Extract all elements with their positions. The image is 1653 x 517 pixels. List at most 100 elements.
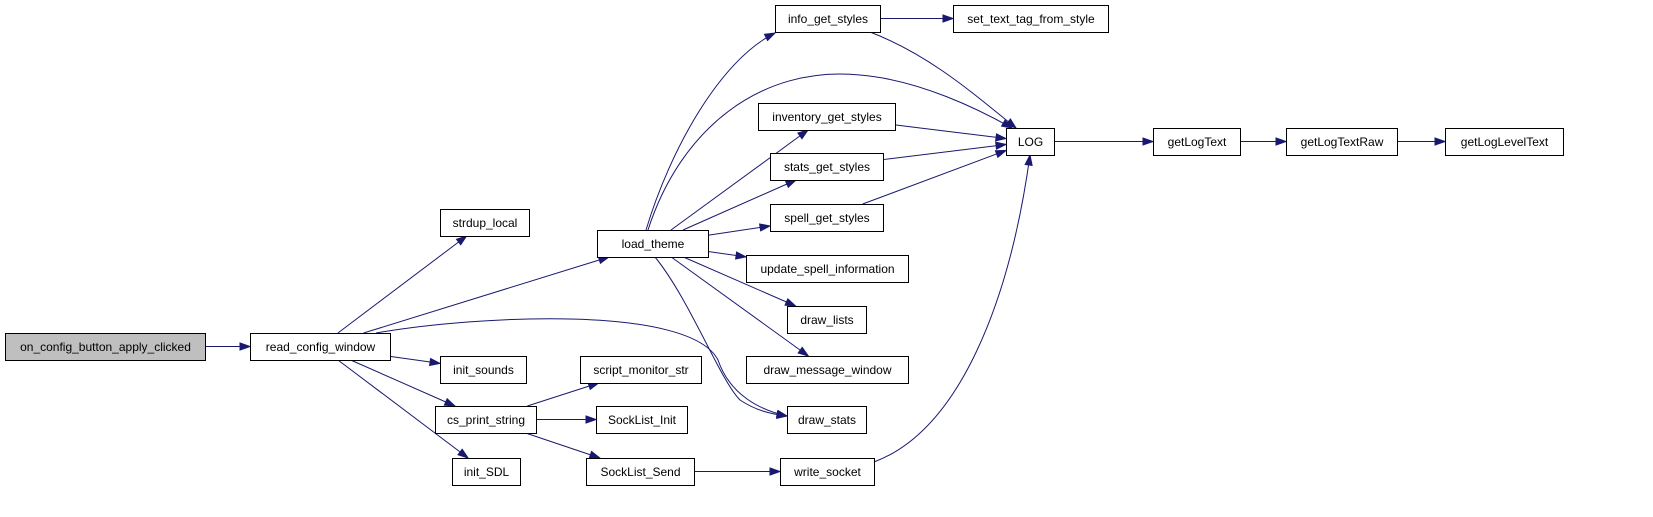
arrow-head <box>797 346 810 357</box>
node-box[interactable] <box>746 255 909 283</box>
node-draw_lists[interactable]: draw_lists <box>787 306 867 334</box>
node-box[interactable] <box>435 406 537 434</box>
node-box[interactable] <box>5 333 206 361</box>
edge-cs_print_string-to-SockList_Send <box>525 432 602 459</box>
node-label: getLogTextRaw <box>1301 135 1384 149</box>
edge-write_socket-to-LOG <box>873 153 1033 463</box>
arrow-head <box>1434 137 1447 146</box>
edge-read_config_window-to-init_SDL <box>337 359 470 459</box>
node-box[interactable] <box>452 458 521 486</box>
arrow-head <box>429 357 442 367</box>
edge-line <box>670 256 809 357</box>
node-getLogText[interactable]: getLogText <box>1153 128 1241 156</box>
node-cs_print_string[interactable]: cs_print_string <box>435 406 537 434</box>
edge-line <box>894 124 1007 140</box>
node-box[interactable] <box>1286 128 1398 156</box>
arrow-head <box>735 251 748 260</box>
node-label: set_text_tag_from_style <box>967 12 1095 26</box>
node-box[interactable] <box>250 333 391 361</box>
arrow-head <box>588 450 602 459</box>
arrow-head <box>457 448 470 459</box>
node-getLogTextRaw[interactable]: getLogTextRaw <box>1286 128 1398 156</box>
edge-read_config_window-to-init_sounds <box>389 355 442 367</box>
edge-load_theme-to-draw_stats <box>654 256 789 419</box>
node-label: getLogLevelText <box>1461 135 1549 149</box>
node-draw_message_window[interactable]: draw_message_window <box>746 356 909 384</box>
node-box[interactable] <box>770 153 884 181</box>
node-info_get_styles[interactable]: info_get_styles <box>775 5 881 33</box>
edge-line <box>645 32 776 231</box>
node-read_config_window[interactable]: read_config_window <box>250 333 391 361</box>
node-update_spell_information[interactable]: update_spell_information <box>746 255 909 283</box>
node-box[interactable] <box>787 306 867 334</box>
node-SockList_Send[interactable]: SockList_Send <box>586 458 695 486</box>
node-box[interactable] <box>1006 128 1055 156</box>
edge-line <box>873 154 1031 463</box>
edge-cs_print_string-to-SockList_Init <box>536 415 598 424</box>
node-box[interactable] <box>746 356 909 384</box>
edge-inventory_get_styles-to-LOG <box>894 124 1008 142</box>
node-box[interactable] <box>586 458 695 486</box>
edge-getLogText-to-getLogTextRaw <box>1240 137 1288 146</box>
edge-line <box>647 73 1013 231</box>
node-init_SDL[interactable]: init_SDL <box>452 458 521 486</box>
edge-SockList_Send-to-write_socket <box>694 467 782 476</box>
node-strdup_local[interactable]: strdup_local <box>440 209 530 237</box>
arrow-head <box>995 133 1008 142</box>
node-spell_get_styles[interactable]: spell_get_styles <box>770 204 884 232</box>
node-label: strdup_local <box>453 216 518 230</box>
node-on_config_button_apply_clicked[interactable]: on_config_button_apply_clicked <box>5 333 206 361</box>
node-box[interactable] <box>580 356 702 384</box>
arrow-head <box>994 149 1008 159</box>
node-script_monitor_str[interactable]: script_monitor_str <box>580 356 702 384</box>
node-set_text_tag_from_style[interactable]: set_text_tag_from_style <box>953 5 1109 33</box>
node-box[interactable] <box>1445 128 1564 156</box>
arrow-head <box>784 297 797 307</box>
arrow-head <box>1005 118 1018 129</box>
node-box[interactable] <box>770 204 884 232</box>
edge-load_theme-to-draw_lists <box>683 256 797 307</box>
edge-read_config_window-to-cs_print_string <box>350 359 457 407</box>
node-box[interactable] <box>1153 128 1241 156</box>
node-label: update_spell_information <box>760 262 894 276</box>
arrow-head <box>1142 137 1155 146</box>
arrow-head <box>585 415 598 424</box>
node-box[interactable] <box>780 458 875 486</box>
edge-getLogTextRaw-to-getLogLevelText <box>1397 137 1447 146</box>
node-SockList_Init[interactable]: SockList_Init <box>596 406 688 434</box>
node-load_theme[interactable]: load_theme <box>597 230 709 258</box>
arrow-head <box>763 32 777 42</box>
node-box[interactable] <box>440 209 530 237</box>
node-box[interactable] <box>440 356 527 384</box>
arrow-head <box>797 129 810 140</box>
node-box[interactable] <box>597 230 709 258</box>
node-getLogLevelText[interactable]: getLogLevelText <box>1445 128 1564 156</box>
node-draw_stats[interactable]: draw_stats <box>787 406 867 434</box>
node-label: init_sounds <box>453 363 514 377</box>
edge-load_theme-to-info_get_styles <box>645 32 777 231</box>
node-box[interactable] <box>758 103 896 131</box>
edge-line <box>682 179 797 231</box>
node-init_sounds[interactable]: init_sounds <box>440 356 527 384</box>
edge-line <box>337 359 469 459</box>
edge-info_get_styles-to-set_text_tag_from_style <box>880 14 955 23</box>
node-box[interactable] <box>787 406 867 434</box>
node-label: script_monitor_str <box>593 363 688 377</box>
node-LOG[interactable]: LOG <box>1006 128 1055 156</box>
node-write_socket[interactable]: write_socket <box>780 458 875 486</box>
nodes-layer: on_config_button_apply_clicked read_confi… <box>5 5 1564 486</box>
node-box[interactable] <box>953 5 1109 33</box>
node-label: inventory_get_styles <box>772 110 881 124</box>
arrow-head <box>443 397 457 407</box>
node-label: load_theme <box>622 237 685 251</box>
node-label: draw_stats <box>798 413 856 427</box>
edge-line <box>882 143 1007 161</box>
edge-info_get_styles-to-LOG <box>869 31 1018 129</box>
edge-read_config_window-to-strdup_local <box>337 235 468 334</box>
node-box[interactable] <box>775 5 881 33</box>
edge-LOG-to-getLogText <box>1054 137 1155 146</box>
node-box[interactable] <box>596 406 688 434</box>
node-stats_get_styles[interactable]: stats_get_styles <box>770 153 884 181</box>
node-inventory_get_styles[interactable]: inventory_get_styles <box>758 103 896 131</box>
